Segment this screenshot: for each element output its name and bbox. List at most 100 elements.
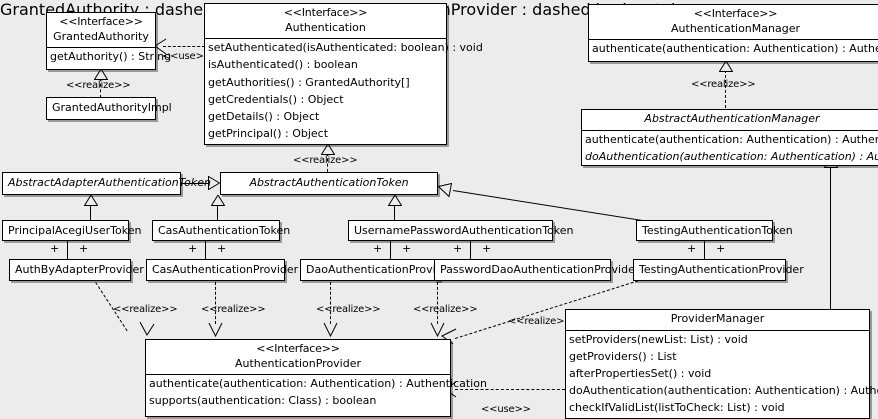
class-testing-authentication-provider[interactable]: TestingAuthenticationProvider bbox=[633, 259, 804, 282]
class-authentication-manager[interactable]: <<Interface>> AuthenticationManager auth… bbox=[588, 4, 878, 62]
generalization-principalacegiusertoken bbox=[90, 206, 91, 220]
label-realize-daoprovider: <<realize>> bbox=[316, 304, 381, 315]
association-cas-token-provider bbox=[205, 240, 206, 259]
label-realize-testingprovider: <<realize>> bbox=[508, 316, 573, 327]
class-abstract-authentication-manager-name: AbstractAuthenticationManager bbox=[644, 112, 820, 125]
class-authentication-provider-operations: authenticate(authentication: Authenticat… bbox=[146, 375, 487, 409]
plus-marker-testing-right: + bbox=[716, 242, 726, 255]
class-dao-authentication-provider-header: DaoAuthenticationProvider bbox=[301, 260, 454, 282]
class-username-password-authentication-token[interactable]: UsernamePasswordAuthenticationToken bbox=[348, 220, 574, 243]
operation-authenticate-abstract-manager: authenticate(authentication: Authenticat… bbox=[585, 132, 878, 146]
plus-marker-upat-left-1: + bbox=[373, 242, 383, 255]
plus-marker-cas-right: + bbox=[217, 242, 227, 255]
operation-authenticate-manager: authenticate(authentication: Authenticat… bbox=[592, 42, 878, 56]
class-provider-manager-name: ProviderManager bbox=[670, 312, 765, 325]
class-principal-acegi-user-token-name: PrincipalAcegiUserToken bbox=[8, 224, 142, 237]
triangle-generalize-abstractadaptertoken bbox=[84, 195, 98, 206]
triangle-generalize-abstractauthtoken-upat bbox=[388, 195, 402, 206]
class-authentication-manager-stereotype: <<Interface>> bbox=[693, 7, 778, 20]
class-authentication-header: <<Interface>> Authentication bbox=[205, 4, 446, 40]
class-password-dao-authentication-provider-header: PasswordDaoAuthenticationProvider bbox=[435, 260, 639, 282]
association-testing-token-provider bbox=[704, 240, 705, 259]
class-abstract-authentication-manager-header: AbstractAuthenticationManager bbox=[582, 110, 878, 131]
label-realize-abstractauthenticationtoken: <<realize>> bbox=[293, 155, 358, 166]
class-testing-authentication-token[interactable]: TestingAuthenticationToken bbox=[636, 220, 793, 241]
dependency-authentication-to-grantedauthority bbox=[163, 46, 205, 47]
class-granted-authority[interactable]: <<Interface>> GrantedAuthority getAuthor… bbox=[46, 12, 172, 70]
class-authentication-manager-name: AuthenticationManager bbox=[671, 21, 800, 35]
class-authentication-manager-header: <<Interface>> AuthenticationManager bbox=[589, 5, 878, 41]
label-realize-grantedauthorityimpl: <<realize>> bbox=[66, 80, 131, 91]
dependency-providermanager-to-authenticationprovider bbox=[455, 389, 565, 390]
class-abstract-adapter-authentication-token[interactable]: AbstractAdapterAuthenticationToken bbox=[2, 172, 211, 195]
class-provider-manager[interactable]: ProviderManager setProviders(newList: Li… bbox=[565, 309, 878, 419]
association-upat-passworddao bbox=[470, 240, 471, 259]
operation-doauthentication-abstract-manager: doAuthentication(authentication: Authent… bbox=[585, 149, 878, 163]
class-authentication[interactable]: <<Interface>> Authentication setAuthenti… bbox=[204, 3, 483, 145]
class-abstract-adapter-authentication-token-header: AbstractAdapterAuthenticationToken bbox=[3, 173, 211, 195]
class-authentication-operations: setAuthenticated(isAuthenticated: boolea… bbox=[205, 39, 483, 142]
association-principal-authbyadapter bbox=[67, 240, 68, 259]
operation-getauthorities: getAuthorities() : GrantedAuthority[] bbox=[208, 75, 410, 89]
generalization-abstractadaptertoken bbox=[181, 183, 210, 184]
class-granted-authority-header: <<Interface>> GrantedAuthority bbox=[47, 13, 155, 49]
realization-passworddaoprovider bbox=[437, 282, 438, 324]
label-realize-passworddaoprovider: <<realize>> bbox=[413, 304, 478, 315]
triangle-generalize-abstractauthenticationtoken-left bbox=[208, 176, 220, 190]
class-principal-acegi-user-token-header: PrincipalAcegiUserToken bbox=[3, 221, 142, 243]
operation-getauthority: getAuthority() : String bbox=[50, 50, 172, 64]
realization-abstractauthenticationmanager bbox=[725, 70, 726, 108]
class-auth-by-adapter-provider-header: AuthByAdapterProvider bbox=[10, 260, 144, 282]
realization-abstractauthenticationtoken bbox=[327, 153, 328, 172]
class-authentication-name: Authentication bbox=[285, 20, 366, 34]
plus-marker-upat-right-1: + bbox=[402, 242, 412, 255]
triangle-realize-grantedauthority bbox=[94, 69, 108, 80]
class-dao-authentication-provider[interactable]: DaoAuthenticationProvider bbox=[300, 259, 454, 282]
operation-setproviders: setProviders(newList: List) : void bbox=[569, 332, 748, 346]
class-cas-authentication-provider-header: CasAuthenticationProvider bbox=[147, 260, 298, 282]
plus-marker-upat-left-2: + bbox=[453, 242, 463, 255]
class-authentication-provider[interactable]: <<Interface>> AuthenticationProvider aut… bbox=[145, 339, 487, 417]
class-granted-authority-stereotype: <<Interface>> bbox=[59, 15, 143, 28]
operation-getprincipal: getPrincipal() : Object bbox=[208, 127, 329, 141]
class-abstract-authentication-manager-operations: authenticate(authentication: Authenticat… bbox=[582, 131, 878, 165]
class-authentication-provider-name: AuthenticationProvider bbox=[234, 356, 362, 370]
operation-getdetails: getDetails() : Object bbox=[208, 109, 320, 123]
class-auth-by-adapter-provider-name: AuthByAdapterProvider bbox=[15, 263, 144, 276]
class-granted-authority-operations: getAuthority() : String bbox=[47, 48, 172, 65]
class-granted-authority-impl[interactable]: GrantedAuthorityImpl bbox=[46, 97, 172, 120]
operation-doauthentication-providermanager: doAuthentication(authentication: Authent… bbox=[569, 384, 878, 398]
class-cas-authentication-provider[interactable]: CasAuthenticationProvider bbox=[146, 259, 298, 282]
class-authentication-provider-stereotype: <<Interface>> bbox=[256, 342, 340, 355]
operation-supports-provider: supports(authentication: Class) : boolea… bbox=[149, 394, 377, 408]
operation-getproviders: getProviders() : List bbox=[569, 349, 677, 363]
class-abstract-authentication-token[interactable]: AbstractAuthenticationToken bbox=[220, 172, 438, 195]
operation-checkifvalidlist: checkIfValidList(listToCheck: List) : vo… bbox=[569, 401, 785, 415]
class-cas-authentication-token[interactable]: CasAuthenticationToken bbox=[152, 220, 291, 243]
class-cas-authentication-token-header: CasAuthenticationToken bbox=[153, 221, 291, 243]
class-principal-acegi-user-token[interactable]: PrincipalAcegiUserToken bbox=[2, 220, 142, 243]
class-authentication-stereotype: <<Interface>> bbox=[283, 6, 368, 19]
plus-marker-upat-right-2: + bbox=[482, 242, 492, 255]
operation-isauthenticated: isAuthenticated() : boolean bbox=[208, 58, 358, 72]
label-use-providermanager: <<use>> bbox=[481, 404, 531, 415]
class-granted-authority-impl-header: GrantedAuthorityImpl bbox=[47, 98, 172, 120]
plus-marker-principal-right: + bbox=[79, 242, 89, 255]
class-abstract-adapter-authentication-token-name: AbstractAdapterAuthenticationToken bbox=[8, 176, 211, 189]
plus-marker-cas-left: + bbox=[188, 242, 198, 255]
class-password-dao-authentication-provider[interactable]: PasswordDaoAuthenticationProvider bbox=[434, 259, 639, 282]
class-auth-by-adapter-provider[interactable]: AuthByAdapterProvider bbox=[9, 259, 144, 282]
association-upat-dao bbox=[390, 240, 391, 259]
generalization-providermanager bbox=[830, 166, 831, 309]
class-authentication-provider-header: <<Interface>> AuthenticationProvider bbox=[146, 340, 450, 376]
triangle-generalize-abstractauthtoken-cas bbox=[211, 195, 225, 206]
class-abstract-authentication-token-name: AbstractAuthenticationToken bbox=[249, 176, 409, 189]
class-dao-authentication-provider-name: DaoAuthenticationProvider bbox=[306, 263, 454, 276]
triangle-generalize-abstractauthtoken-testing bbox=[438, 183, 452, 198]
triangle-realize-authenticationmanager bbox=[719, 61, 733, 72]
class-username-password-authentication-token-header: UsernamePasswordAuthenticationToken bbox=[349, 221, 574, 243]
class-testing-authentication-provider-header: TestingAuthenticationProvider bbox=[634, 260, 804, 282]
class-testing-authentication-provider-name: TestingAuthenticationProvider bbox=[639, 263, 804, 276]
class-abstract-authentication-manager[interactable]: AbstractAuthenticationManager authentica… bbox=[581, 109, 878, 166]
class-cas-authentication-token-name: CasAuthenticationToken bbox=[158, 224, 291, 237]
